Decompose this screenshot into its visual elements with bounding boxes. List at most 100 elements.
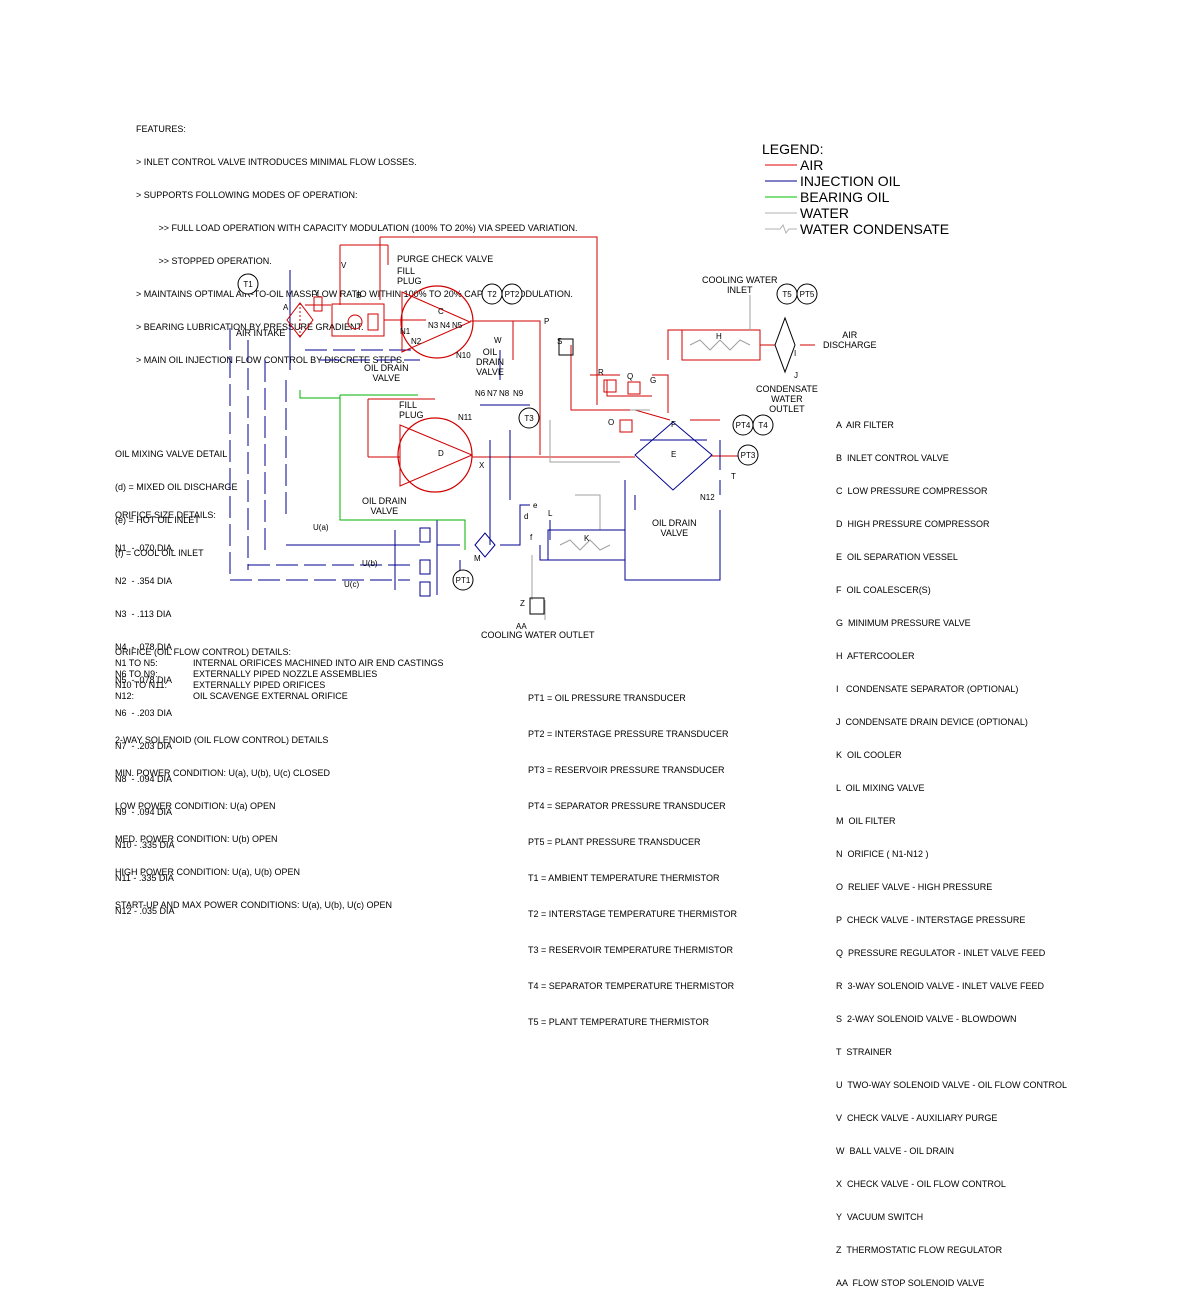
sensor-t4: [752, 414, 774, 436]
sensor-tag: PT1: [456, 576, 471, 585]
water-lines: [531, 295, 751, 620]
component-line: I CONDENSATE SEPARATOR (OPTIONAL): [836, 684, 1019, 694]
sensor-line: PT3 = RESERVOIR PRESSURE TRANSDUCER: [528, 765, 725, 775]
component-letter: AA: [516, 622, 527, 631]
sensor-tag: PT3: [741, 451, 756, 460]
sensor-tag: T4: [758, 421, 768, 430]
solenoid-tag: U(c): [344, 580, 359, 589]
sensor-line: PT5 = PLANT PRESSURE TRANSDUCER: [528, 837, 701, 847]
component-letter: S: [557, 337, 562, 346]
component-line: J CONDENSATE DRAIN DEVICE (OPTIONAL): [836, 717, 1028, 727]
orifice-node: N5: [452, 321, 463, 330]
orifice-node: N9: [513, 389, 524, 398]
orifice-node: N12: [700, 493, 715, 502]
component-letter: W: [494, 336, 502, 345]
orifice-size-line: N2 - .354 DIA: [115, 576, 173, 586]
sensor-tag: PT4: [736, 421, 751, 430]
sensor-line: T2 = INTERSTAGE TEMPERATURE THERMISTOR: [528, 909, 737, 919]
features-line: >> FULL LOAD OPERATION WITH CAPACITY MOD…: [136, 223, 578, 233]
component-line: L OIL MIXING VALVE: [836, 783, 925, 793]
component-line: N ORIFICE ( N1-N12 ): [836, 849, 929, 859]
compressor-d-symbol: [399, 424, 474, 487]
orifice-node: N8: [499, 389, 510, 398]
oil-drain-valve-label: OIL DRAIN VALVE: [364, 363, 409, 383]
solenoid-details: 2-WAY SOLENOID (OIL FLOW CONTROL) DETAIL…: [115, 713, 392, 922]
cooling-water-outlet-label: COOLING WATER OUTLET: [481, 630, 595, 640]
component-line: Q PRESSURE REGULATOR - INLET VALVE FEED: [836, 948, 1046, 958]
component-line: M OIL FILTER: [836, 816, 896, 826]
component-line: K OIL COOLER: [836, 750, 902, 760]
component-letter: B: [356, 291, 361, 300]
component-letter: F: [671, 420, 676, 429]
component-line: S 2-WAY SOLENOID VALVE - BLOWDOWN: [836, 1014, 1017, 1024]
orifice-flow-value: EXTERNALLY PIPED ORIFICES: [193, 680, 326, 690]
component-letter: C: [438, 307, 444, 316]
condensate-separator: [774, 316, 796, 374]
oil-cooler: [547, 529, 626, 561]
oil-filter-symbol: [474, 532, 496, 558]
orifice-node: N2: [411, 337, 422, 346]
orifice-size-line: N4 - .078 DIA: [115, 642, 173, 652]
orifice-node: N6: [475, 389, 486, 398]
orifice-node: N7: [487, 389, 498, 398]
component-line: R 3-WAY SOLENOID VALVE - INLET VALVE FEE…: [836, 981, 1045, 991]
component-letter: H: [716, 332, 722, 341]
sensor-line: T4 = SEPARATOR TEMPERATURE THERMISTOR: [528, 981, 735, 991]
solenoid-title: 2-WAY SOLENOID (OIL FLOW CONTROL) DETAIL…: [115, 735, 329, 745]
orifice-flow-value: EXTERNALLY PIPED NOZZLE ASSEMBLIES: [193, 669, 378, 679]
orifice-flow-key: N10 TO N11:: [115, 680, 168, 690]
thermostatic-flow-regulator: [529, 597, 545, 615]
component-line: T STRAINER: [836, 1047, 892, 1057]
legend-label-water-condensate: WATER CONDENSATE: [800, 221, 950, 237]
sensor-tag: T3: [524, 414, 534, 423]
sensor-tag: PT2: [505, 290, 520, 299]
component-letter: L: [548, 509, 553, 518]
mixing-valve-line: (e) = HOT OIL INLET: [115, 515, 200, 525]
legend-swatch-water-condensate: [765, 223, 797, 235]
features-line: > INLET CONTROL VALVE INTRODUCES MINIMAL…: [136, 157, 417, 167]
orifice-size-title: ORIFICE SIZE DETAILS:: [115, 510, 216, 520]
component-line: A AIR FILTER: [836, 420, 894, 430]
orifice-node: N4: [440, 321, 451, 330]
component-line: X CHECK VALVE - OIL FLOW CONTROL: [836, 1179, 1006, 1189]
mixing-valve-title: OIL MIXING VALVE DETAIL: [115, 449, 228, 459]
orifice-size-line: N12 - .035 DIA: [115, 906, 175, 916]
orifice-flow-key: N6 TO N9:: [115, 669, 158, 679]
mixing-valve-detail: OIL MIXING VALVE DETAIL (d) = MIXED OIL …: [115, 427, 237, 570]
component-line: H AFTERCOOLER: [836, 651, 915, 661]
condensate-water-outlet-label: CONDENSATE WATER OUTLET: [756, 384, 818, 414]
orifice-node: N1: [400, 327, 411, 336]
orifice-flow-value: INTERNAL ORIFICES MACHINED INTO AIR END …: [193, 658, 444, 668]
component-letter: G: [650, 376, 656, 385]
component-line: W BALL VALVE - OIL DRAIN: [836, 1146, 955, 1156]
orifice-size-line: N3 - .113 DIA: [115, 609, 172, 619]
oil-drain-valve-label: OIL DRAIN VALVE: [362, 496, 407, 516]
sensor-t3: [518, 407, 540, 429]
legend-title: LEGEND:: [762, 141, 824, 157]
orifice-flow-value: OIL SCAVENGE EXTERNAL ORIFICE: [193, 691, 348, 701]
mix-port: d: [524, 512, 528, 521]
compressor-c-symbol: [401, 291, 472, 353]
orifice-flow-title: ORIFICE (OIL FLOW CONTROL) DETAILS:: [115, 647, 292, 657]
component-line: E OIL SEPARATION VESSEL: [836, 552, 958, 562]
orifice-size-line: N5 - .078 DIA: [115, 675, 173, 685]
air-lines: [305, 236, 815, 458]
solenoid-tag: U(a): [313, 523, 329, 532]
legend-label-air: AIR: [800, 157, 824, 173]
solenoid-line: MED. POWER CONDITION: U(b) OPEN: [115, 834, 278, 844]
component-letter: I: [794, 349, 796, 358]
orifice-node: N11: [458, 413, 473, 422]
orifice-node: N3: [428, 321, 439, 330]
legend-label-bearing-oil: BEARING OIL: [800, 189, 890, 205]
solenoid-tag: U(b): [362, 559, 378, 568]
component-letter: D: [438, 449, 444, 458]
mixing-valve-line: (d) = MIXED OIL DISCHARGE: [115, 482, 238, 492]
sensor-tag: PT5: [800, 290, 815, 299]
features-line: > BEARING LUBRICATION BY PRESSURE GRADIE…: [136, 322, 364, 332]
component-line: F OIL COALESCER(S): [836, 585, 931, 595]
solenoid-line: START-UP AND MAX POWER CONDITIONS: U(a),…: [115, 900, 393, 910]
inlet-control-valve-symbol: [347, 314, 363, 330]
air-filter-symbol: [286, 302, 314, 338]
oil-drain-valve-label: OIL DRAIN VALVE: [652, 518, 697, 538]
orifice-node: N10: [456, 351, 471, 360]
